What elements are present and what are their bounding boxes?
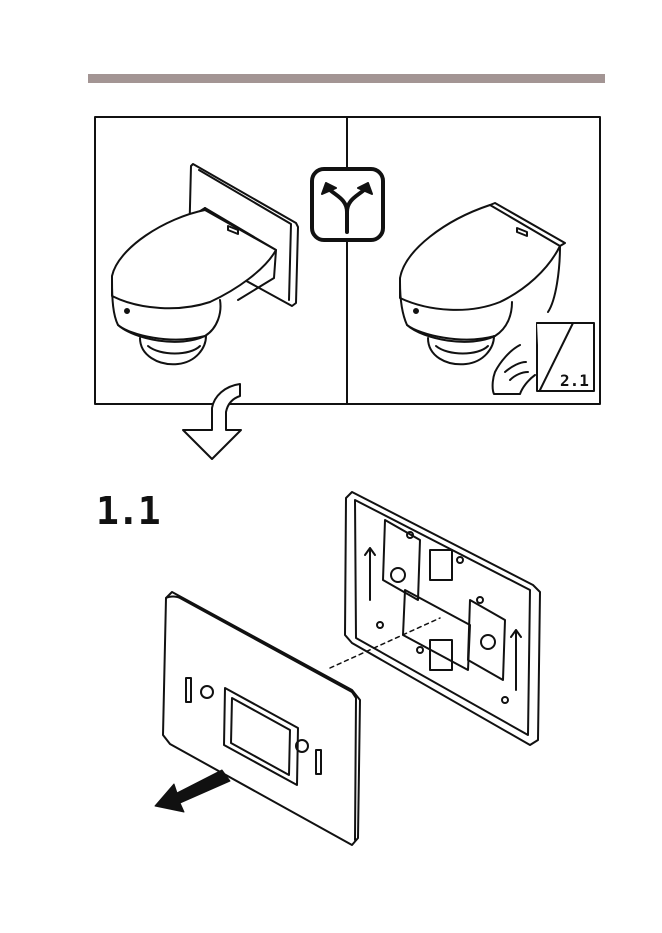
wall-mount-camera-illustration — [112, 164, 298, 364]
mounting-bracket-illustration — [345, 492, 540, 745]
ceiling-camera-illustration — [400, 203, 594, 394]
cover-plate-illustration — [163, 592, 360, 845]
down-arrow-icon — [183, 384, 241, 459]
fork-arrow-icon — [312, 169, 383, 240]
step-label: 1.1 — [96, 489, 159, 533]
ref-label-2-1: 2.1 — [560, 371, 589, 390]
pull-arrow-icon — [155, 770, 230, 812]
